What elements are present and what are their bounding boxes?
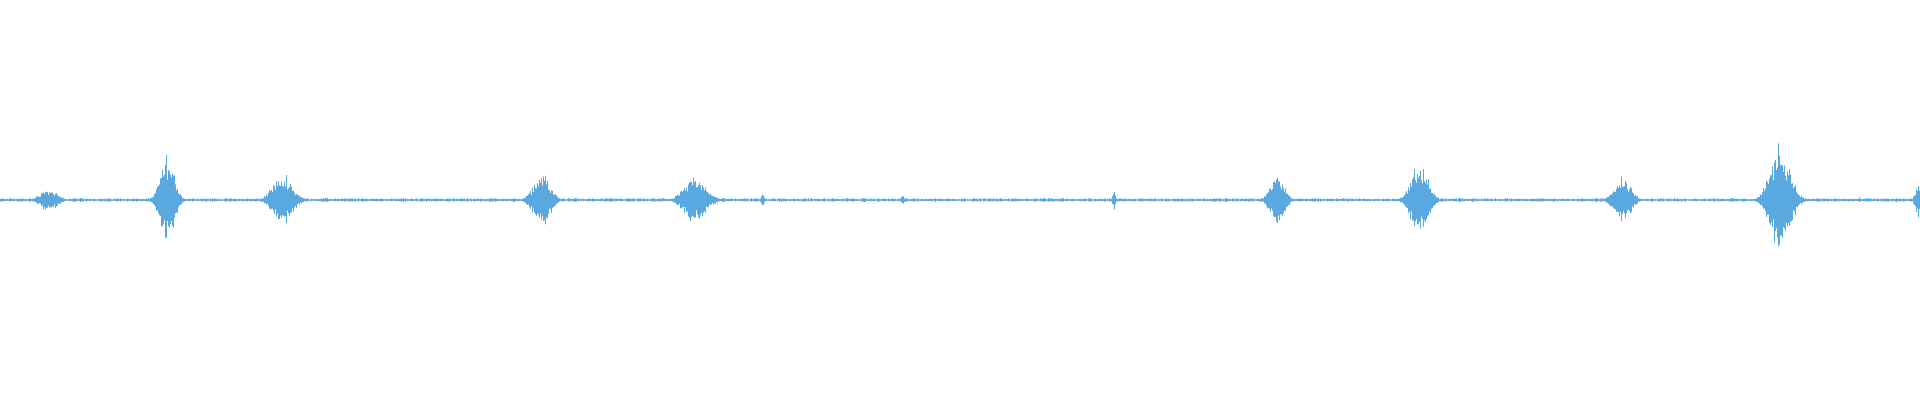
waveform-peaks-path xyxy=(0,143,1920,247)
waveform-peaks xyxy=(0,143,1920,247)
